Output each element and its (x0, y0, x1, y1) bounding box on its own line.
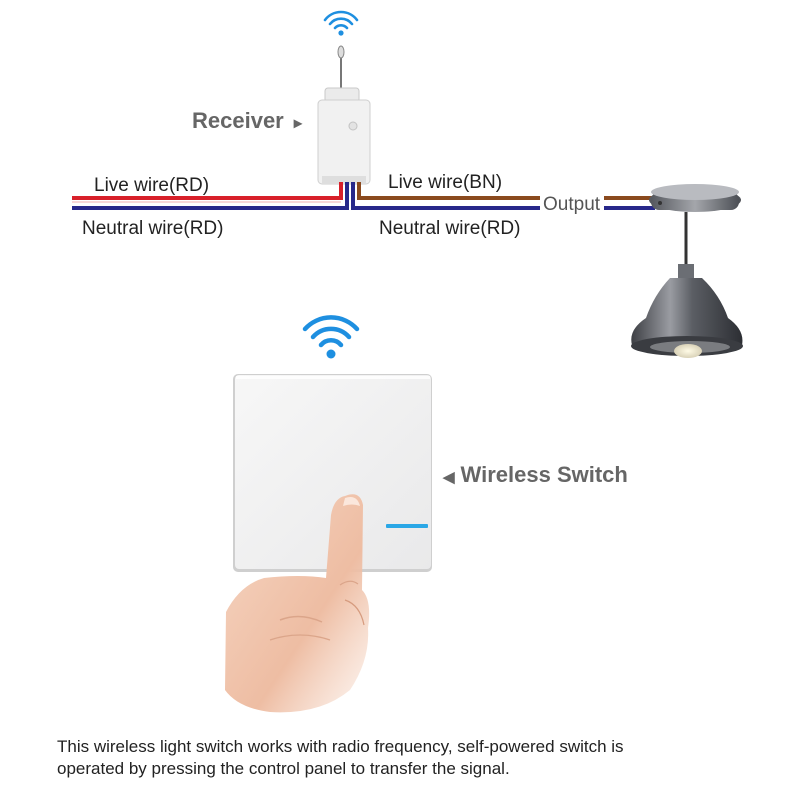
receiver-leads (339, 182, 361, 210)
wifi-icon (302, 315, 360, 359)
wireless-switch-label-text: Wireless Switch (460, 462, 628, 487)
wireless-switch-label: ◀ Wireless Switch (443, 462, 628, 488)
right-live-wire-label: Live wire(BN) (388, 172, 503, 193)
right-wires (351, 196, 655, 210)
left-live-wire-label: Live wire(RD) (94, 175, 210, 196)
finger-hand (225, 494, 370, 713)
pendant-lamp (631, 184, 743, 358)
left-wires (72, 196, 347, 210)
antenna-icon (337, 45, 345, 90)
left-arrow-icon: ◀ (443, 469, 455, 486)
caption-line-2: operated by pressing the control panel t… (57, 759, 510, 778)
receiver-module (317, 87, 371, 185)
right-neutral-wire-label: Neutral wire(RD) (379, 218, 521, 239)
caption-line-1: This wireless light switch works with ra… (57, 737, 624, 756)
right-arrow-icon: ▸ (293, 115, 302, 132)
led-indicator (386, 524, 428, 528)
receiver-label-text: Receiver (192, 108, 284, 133)
caption: This wireless light switch works with ra… (57, 736, 797, 780)
left-neutral-wire-label: Neutral wire(RD) (82, 218, 224, 239)
wall-switch (233, 374, 432, 572)
output-label: Output (543, 194, 601, 215)
wifi-icon (323, 10, 359, 36)
receiver-label: Receiver ▸ (192, 108, 302, 134)
